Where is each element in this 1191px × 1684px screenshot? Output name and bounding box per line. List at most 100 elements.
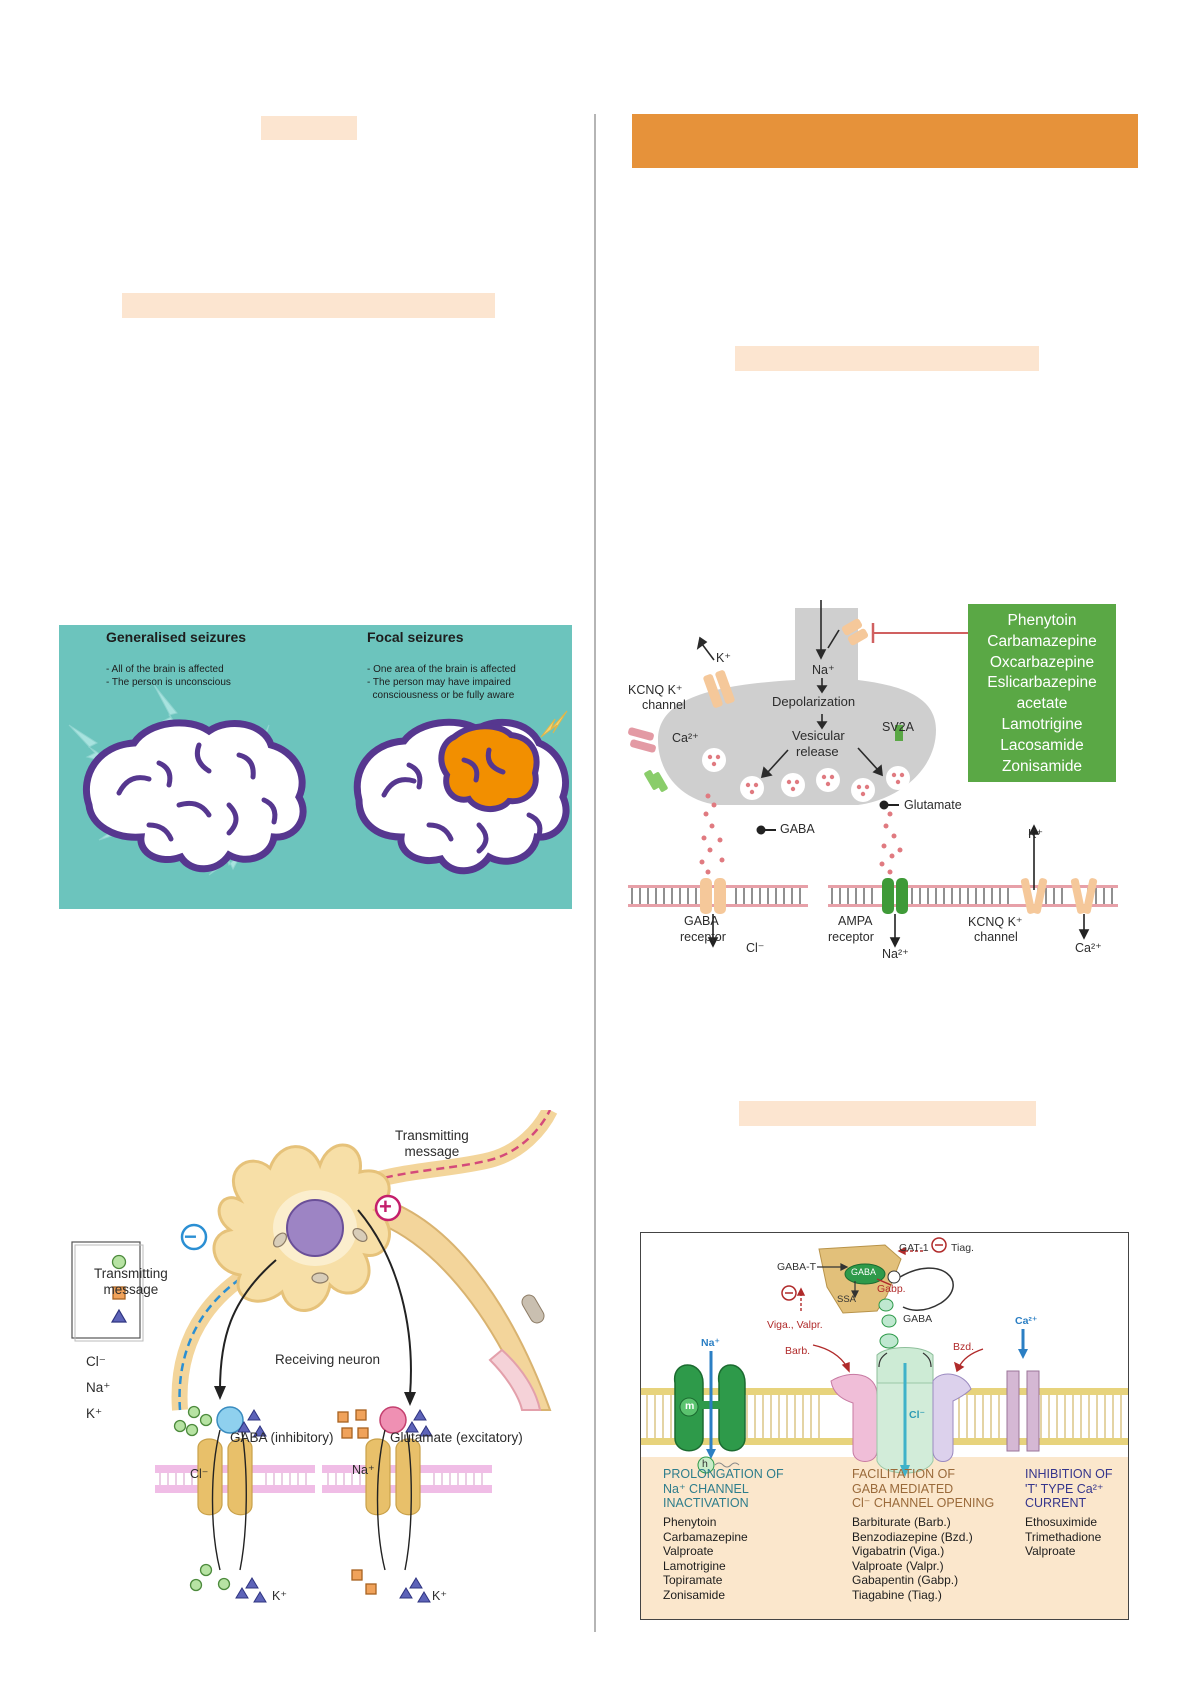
label-receiving-neuron: Receiving neuron xyxy=(275,1352,381,1367)
plus-icon xyxy=(374,1194,402,1222)
synapse-diagram: K⁺ KCNQ K⁺ channel Na⁺ Depolarization Ve… xyxy=(628,600,1118,970)
drug-name: acetate xyxy=(1016,695,1068,713)
label-gaba-t: GABA-T xyxy=(777,1261,817,1273)
list-item: Valproate xyxy=(663,1544,714,1559)
label-k-right: K⁺ xyxy=(1028,827,1043,841)
sv2a-icon xyxy=(895,725,903,741)
list-gaba-drugs: Barbiturate (Barb.) Benzodiazepine (Bzd.… xyxy=(852,1515,973,1603)
label-ampa: AMPA xyxy=(838,914,873,928)
list-item: Barbiturate (Barb.) xyxy=(852,1515,951,1529)
heading-gaba-facilitation: FACILITATION OF GABA MEDIATED Cl⁻ CHANNE… xyxy=(852,1467,995,1510)
label-ca: Ca²⁺ xyxy=(1015,1315,1038,1327)
legend-na: Na⁺ xyxy=(86,1380,111,1395)
na-channel-icon xyxy=(841,618,869,646)
minus-icon xyxy=(180,1223,208,1251)
label-gaba: GABA xyxy=(780,822,815,836)
legend-cl: Cl⁻ xyxy=(86,1354,106,1369)
label-channel-right: channel xyxy=(974,930,1018,944)
label-gabp: Gabp. xyxy=(877,1283,906,1295)
label-transmitting-left: Transmitting message xyxy=(94,1266,168,1297)
label-gat1: GAT-1 xyxy=(899,1242,929,1254)
legend-k: K⁺ xyxy=(86,1406,103,1421)
list-item: Valproate xyxy=(1025,1544,1076,1559)
label-gaba-inhibitory: GABA (inhibitory) xyxy=(230,1430,334,1445)
list-item: Ethosuximide xyxy=(1025,1515,1098,1529)
label-kcnq-right: KCNQ K⁺ xyxy=(968,915,1023,929)
label-kcnq: KCNQ K⁺ xyxy=(628,683,683,697)
gaba-receptor-icon xyxy=(700,878,726,914)
label-depolarization: Depolarization xyxy=(772,694,856,709)
label-channel: channel xyxy=(642,698,686,712)
label-k-right: K⁺ xyxy=(432,1589,447,1603)
list-item: Carbamazepine xyxy=(663,1529,748,1544)
list-item: Zonisamide xyxy=(663,1587,726,1602)
focal-point-1: - One area of the brain is affected xyxy=(367,664,516,675)
ca-channel-icon xyxy=(1006,1370,1020,1452)
ion-legend xyxy=(71,1241,141,1339)
label-vesicular: Vesicular xyxy=(792,728,845,743)
kcnq-channel-right-icon xyxy=(1020,878,1048,914)
label-na: Na⁺ xyxy=(352,1463,375,1477)
focal-point-2: - The person may have impaired conscious… xyxy=(367,677,515,701)
list-item: Trimethadione xyxy=(1025,1529,1102,1544)
label-ca: Ca²⁺ xyxy=(672,731,699,745)
ampa-receptor-icon xyxy=(882,878,908,914)
label-release: release xyxy=(796,744,839,759)
label-m: m xyxy=(685,1400,695,1412)
label-glutamate: Glutamate xyxy=(904,798,962,812)
label-glutamate-excitatory: Glutamate (excitatory) xyxy=(390,1430,523,1445)
brain-generalised-icon xyxy=(82,719,307,873)
label-na2: Na²⁺ xyxy=(882,947,909,961)
label-ssa: SSA xyxy=(837,1294,857,1305)
nucleus-icon xyxy=(286,1199,344,1257)
list-item: Lamotrigine xyxy=(663,1558,726,1573)
heading-bar-orange xyxy=(632,114,1138,168)
list-item: Topiramate xyxy=(663,1573,723,1588)
kcnq-channel-icon xyxy=(703,670,735,708)
label-receptor: receptor xyxy=(680,930,726,944)
label-h: h xyxy=(702,1458,708,1470)
list-item: Tiagabine (Tiag.) xyxy=(852,1587,942,1602)
label-ampa-receptor: receptor xyxy=(828,930,874,944)
focal-title: Focal seizures xyxy=(367,629,464,645)
vesicle-icon xyxy=(702,748,910,817)
column-divider xyxy=(594,114,596,1632)
generalised-point-2: - The person is unconscious xyxy=(106,677,231,688)
list-item: Valproate (Valpr.) xyxy=(852,1558,944,1573)
drug-name: Phenytoin xyxy=(1007,612,1077,629)
label-k: K⁺ xyxy=(716,651,731,665)
label-gaba-inner: GABA xyxy=(851,1267,877,1277)
lightning-focal-icon xyxy=(540,710,568,738)
label-tiag: Tiag. xyxy=(951,1242,974,1254)
seizure-types-figure: Generalised seizures - All of the brain … xyxy=(59,625,572,909)
drug-name: Eslicarbazepine xyxy=(987,674,1097,692)
gaba-ligand-icon xyxy=(216,1406,244,1434)
label-na: Na⁺ xyxy=(812,663,835,677)
list-na-channel-drugs: Phenytoin Carbamazepine Valproate Lamotr… xyxy=(663,1515,748,1603)
drug-name: Oxcarbazepine xyxy=(989,653,1095,671)
label-sv2a: SV2A xyxy=(882,720,914,734)
heading-bar-1 xyxy=(261,116,357,140)
label-gaba-out: GABA xyxy=(903,1313,933,1325)
label-ca-right: Ca²⁺ xyxy=(1075,941,1102,955)
list-ca-drugs: Ethosuximide Trimethadione Valproate xyxy=(1025,1515,1101,1559)
glutamate-ligand-icon xyxy=(379,1406,407,1434)
drug-name: Zonisamide xyxy=(1001,757,1083,775)
label-bzd: Bzd. xyxy=(953,1341,975,1353)
list-item: Benzodiazepine (Bzd.) xyxy=(852,1529,973,1544)
list-item: Vigabatrin (Viga.) xyxy=(852,1544,945,1559)
drug-name: Lamotrigine xyxy=(1001,715,1083,733)
presynaptic-terminal xyxy=(658,608,936,805)
aed-mechanism-figure: GAT-1 Tiag. GABA GABA-T Gabp. SSA GABA V… xyxy=(640,1232,1129,1620)
label-barb: Barb. xyxy=(785,1345,811,1357)
seizure-brains-illustration xyxy=(68,684,570,876)
heading-t-type-ca: INHIBITION OF 'T' TYPE Ca²⁺ CURRENT xyxy=(1025,1467,1113,1510)
drug-name: Carbamazepine xyxy=(987,632,1097,650)
label-gaba-receptor: GABA xyxy=(684,914,719,928)
label-cl: Cl⁻ xyxy=(190,1467,209,1481)
label-cl: Cl⁻ xyxy=(909,1409,926,1421)
heading-bar-2 xyxy=(122,293,495,318)
neuron-diagram: Transmitting message Transmitting messag… xyxy=(70,1110,590,1630)
plus-sign: + xyxy=(379,1194,392,1219)
ca-channel-right-icon xyxy=(1070,878,1098,914)
